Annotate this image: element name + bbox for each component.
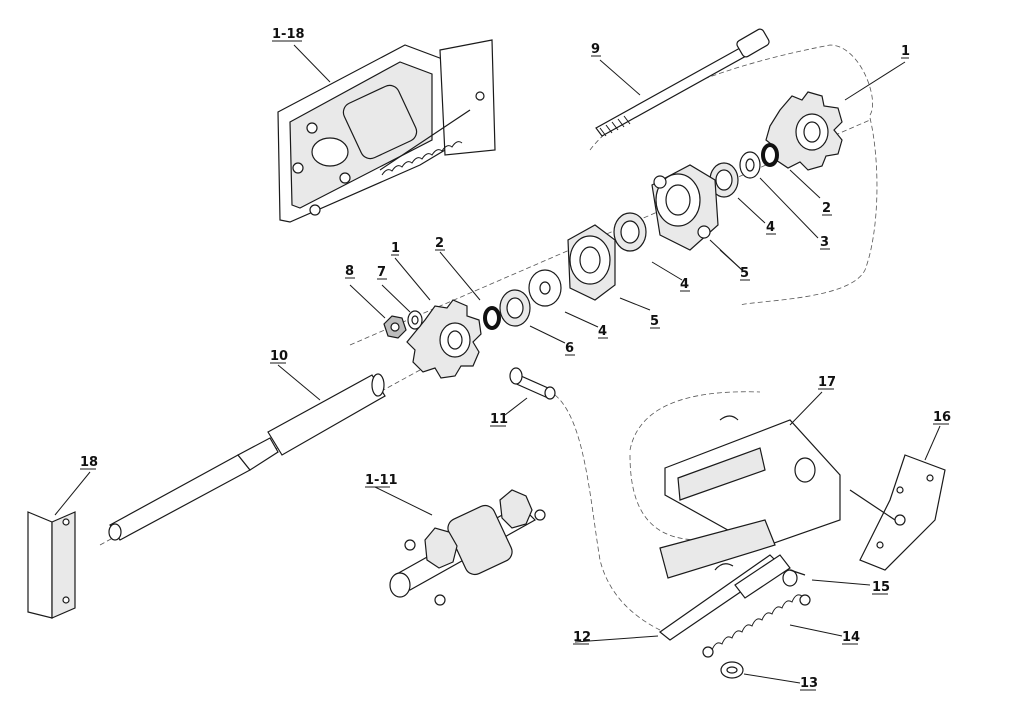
subassembly-1-11 xyxy=(389,489,546,606)
callout-12: 12 xyxy=(573,630,591,645)
part-17-plate xyxy=(659,415,841,579)
part-4-bearing-mid xyxy=(613,212,647,252)
callout-13: 13 xyxy=(800,676,818,691)
leader-lines xyxy=(54,44,941,684)
callout-9: 9 xyxy=(591,42,600,57)
part-12-link xyxy=(658,554,791,641)
part-5-hub-right xyxy=(651,164,719,251)
callout-4-left: 4 xyxy=(598,324,607,339)
part-7-washer xyxy=(407,310,423,330)
callout-16: 16 xyxy=(933,410,951,425)
subassembly-1-18 xyxy=(277,39,496,223)
part-15-pin xyxy=(782,569,806,587)
callout-labels: 1-18 9 1 2 3 4 5 4 5 4 6 2 1 7 8 10 11 1… xyxy=(80,27,951,691)
part-1-sprocket-left xyxy=(406,299,482,379)
group-outline-assembly xyxy=(739,117,878,306)
part-4-bearing-right xyxy=(709,162,739,198)
part-6-bearing xyxy=(499,289,531,327)
callout-18: 18 xyxy=(80,455,98,470)
part-8-nut xyxy=(383,315,407,339)
callout-15: 15 xyxy=(872,580,890,595)
callout-2-left: 2 xyxy=(435,236,444,251)
part-18-bracket xyxy=(27,511,76,619)
part-11-pin xyxy=(509,367,556,400)
callout-1-left: 1 xyxy=(391,241,400,256)
group-outline-link xyxy=(554,394,661,631)
callout-6: 6 xyxy=(565,341,574,356)
part-4-washer-left xyxy=(528,269,562,307)
callout-14: 14 xyxy=(842,630,860,645)
callout-1-top: 1 xyxy=(901,44,910,59)
callout-8: 8 xyxy=(345,264,354,279)
callout-17: 17 xyxy=(818,375,836,390)
part-2-oring-left xyxy=(483,306,501,330)
part-5-hub-mid xyxy=(567,224,616,301)
callout-7: 7 xyxy=(377,265,386,280)
callout-2-right: 2 xyxy=(822,201,831,216)
callout-1-11: 1-11 xyxy=(365,473,398,488)
part-16-mount-plate xyxy=(849,454,946,571)
callout-5-right: 5 xyxy=(740,266,749,281)
part-1-sprocket-right xyxy=(765,91,843,171)
part-13-clip xyxy=(720,661,744,679)
part-9-bolt xyxy=(595,28,770,137)
part-10-shaft xyxy=(108,373,386,541)
callout-1-18: 1-18 xyxy=(272,27,305,42)
part-14-spring xyxy=(702,594,811,658)
callout-5-mid: 5 xyxy=(650,314,659,329)
callout-3: 3 xyxy=(820,235,829,250)
callout-10: 10 xyxy=(270,349,288,364)
part-3-washer xyxy=(739,151,761,179)
callout-11: 11 xyxy=(490,412,508,427)
part-2-oring-right xyxy=(761,143,779,167)
callout-4-mid: 4 xyxy=(680,277,689,292)
callout-4-right: 4 xyxy=(766,220,775,235)
